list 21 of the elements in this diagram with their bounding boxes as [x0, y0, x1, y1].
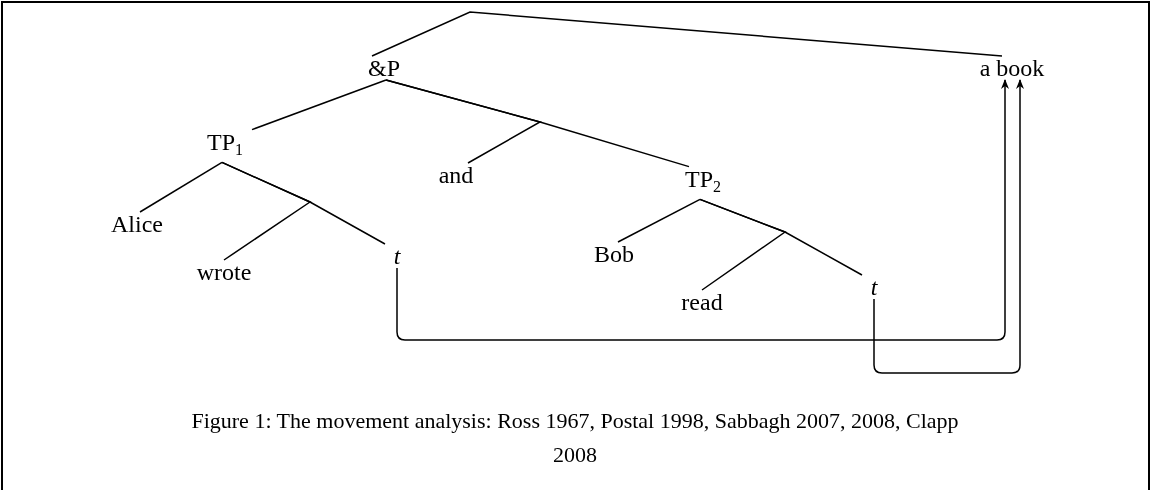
tree-node-label: TP$_{1}$	[207, 127, 243, 165]
tree-branch-line	[251, 79, 387, 131]
tree-node-label: Bob	[594, 240, 634, 268]
tree-node-label: t	[393, 242, 401, 270]
tree-node-label: TP$_{2}$	[685, 164, 721, 202]
tree-node-label: read	[681, 288, 723, 316]
tree-branch-line	[371, 11, 1003, 57]
movement-arrow	[396, 79, 1009, 341]
tree-branch-line	[139, 161, 223, 213]
tree-node-label: a book	[979, 54, 1045, 82]
tree-node-label: &P	[368, 54, 400, 82]
tree-branch-line	[385, 79, 690, 168]
figure-caption: Figure 1: The movement analysis: Ross 1967, Postal 1998, Sabbagh 2007, 2008, Clapp 2008	[190, 407, 960, 469]
tree-branch-line	[699, 198, 863, 276]
tree-node-label: t	[870, 273, 878, 301]
tree-node-label: and	[438, 161, 474, 189]
tree-branch-line	[617, 198, 701, 243]
tree-branch-line	[221, 161, 386, 245]
movement-arrow	[873, 79, 1024, 374]
tree-node-label: Alice	[111, 210, 163, 238]
tree-node-label: wrote	[196, 258, 252, 286]
